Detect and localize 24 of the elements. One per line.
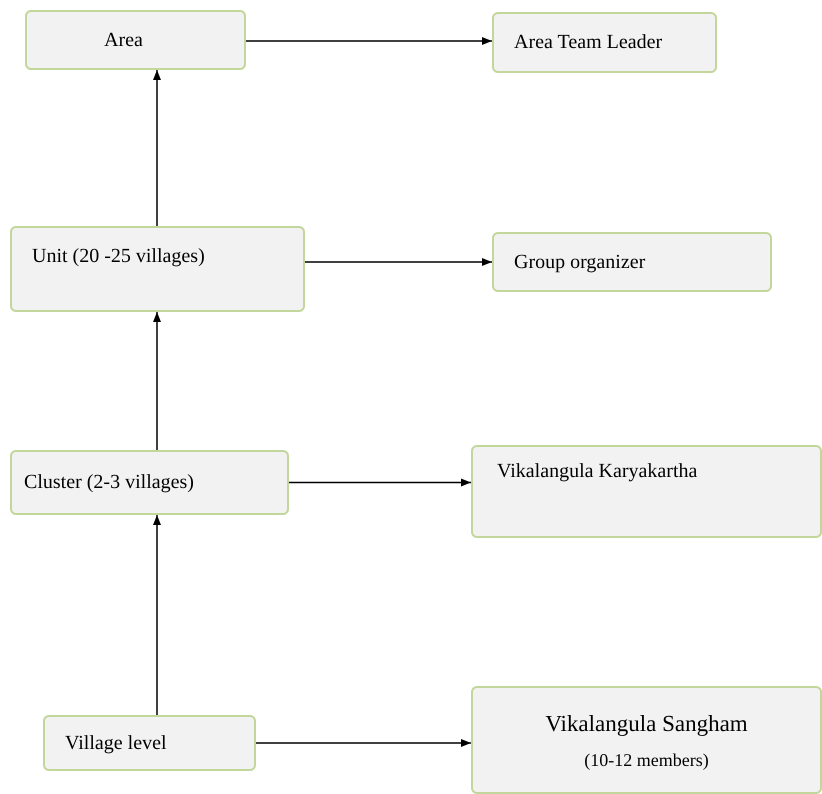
process-box bbox=[471, 445, 822, 538]
process-box bbox=[43, 715, 256, 771]
arrow bbox=[305, 258, 492, 266]
box-text: Area Team Leader bbox=[514, 30, 664, 55]
arrow bbox=[289, 478, 471, 486]
arrow bbox=[246, 37, 492, 45]
process-box bbox=[492, 12, 717, 73]
box-text: Unit (20 -25 villages) bbox=[32, 244, 206, 269]
box-text: Vikalangula Sangham bbox=[545, 710, 748, 738]
process-box bbox=[25, 10, 246, 70]
process-box bbox=[10, 226, 305, 312]
process-box bbox=[492, 232, 772, 292]
arrow bbox=[256, 739, 471, 747]
arrow bbox=[153, 312, 161, 450]
box-text: Village level bbox=[65, 730, 168, 756]
arrow bbox=[153, 70, 161, 226]
box-text: Vikalangula Karyakartha bbox=[497, 459, 698, 484]
box-text: (10-12 members) bbox=[584, 748, 709, 772]
box-text: Group organizer bbox=[514, 250, 646, 274]
arrow bbox=[153, 515, 161, 715]
process-box bbox=[10, 450, 289, 515]
process-box bbox=[471, 686, 822, 794]
box-text: Area bbox=[104, 28, 143, 52]
box-text: Cluster (2-3 villages) bbox=[24, 470, 195, 495]
